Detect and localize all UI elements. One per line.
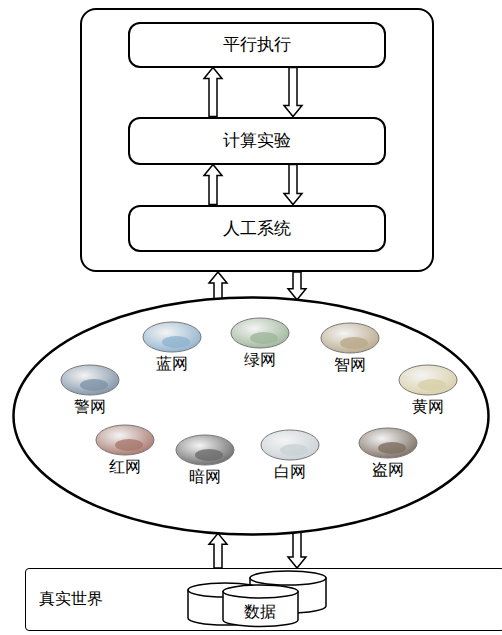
process-box: 平行执行 (128, 22, 386, 68)
network-picture (396, 363, 460, 397)
network-picture (61, 365, 119, 395)
network-node: 蓝网 (140, 320, 204, 378)
network-label: 绿网 (228, 350, 292, 369)
network-picture (258, 428, 322, 462)
network-node: 红网 (93, 423, 157, 481)
network-picture (176, 435, 234, 465)
picture-detail (340, 337, 368, 349)
network-picture (231, 318, 289, 348)
network-picture (58, 363, 122, 397)
network-label: 蓝网 (140, 354, 204, 373)
network-label: 红网 (93, 457, 157, 476)
network-label: 暗网 (173, 467, 237, 486)
picture-detail (80, 379, 108, 391)
network-node: 黄网 (396, 363, 460, 421)
block-arrow (288, 272, 306, 300)
picture-detail (378, 442, 406, 454)
picture-detail (115, 439, 143, 451)
picture-detail (250, 332, 278, 344)
block-arrow (209, 533, 227, 568)
world-box: 真实世界数据 (25, 568, 502, 631)
network-picture (96, 425, 154, 455)
network-picture (93, 423, 157, 457)
picture-detail (418, 379, 446, 391)
picture-detail (162, 336, 190, 348)
network-label: 智网 (318, 355, 382, 374)
process-box: 人工系统 (128, 205, 386, 252)
block-arrow (284, 165, 302, 205)
network-node: 白网 (258, 428, 322, 486)
box-label: 数据 (244, 602, 276, 621)
network-picture (356, 426, 420, 460)
network-label: 警网 (58, 397, 122, 416)
network-node: 盗网 (356, 426, 420, 484)
data-cylinder: 数据 (222, 584, 299, 628)
system-frame: 平行执行计算实验人工系统 (80, 8, 434, 272)
back-cylinders (188, 571, 326, 625)
block-arrow (209, 272, 227, 299)
network-picture (359, 428, 417, 458)
cylinder-top (250, 571, 326, 585)
network-label: 黄网 (396, 397, 460, 416)
process-box: 计算实验 (128, 117, 386, 165)
network-picture (399, 365, 457, 395)
network-label: 白网 (258, 462, 322, 481)
block-arrow (204, 68, 222, 117)
box-label: 人工系统 (223, 218, 291, 238)
network-node: 绿网 (228, 316, 292, 374)
box-label: 平行执行 (223, 34, 291, 54)
network-picture (140, 320, 204, 354)
network-node: 警网 (58, 363, 122, 421)
block-arrow (204, 165, 222, 205)
cylinder-top (223, 585, 298, 598)
network-picture (261, 430, 319, 460)
network-picture (321, 323, 379, 353)
picture-detail (280, 444, 308, 456)
network-picture (318, 321, 382, 355)
block-arrow (284, 68, 302, 117)
ellipse-outline (14, 298, 489, 535)
network-picture (228, 316, 292, 350)
network-label: 盗网 (356, 460, 420, 479)
network-ellipse: 蓝网 绿网 智网警网 黄网红网暗网 白网 盗网 (12, 296, 490, 536)
network-picture (143, 322, 201, 352)
box-label: 计算实验 (223, 130, 291, 150)
network-node: 智网 (318, 321, 382, 379)
network-picture (173, 433, 237, 467)
picture-detail (195, 449, 223, 461)
network-node: 暗网 (173, 433, 237, 491)
block-arrow (288, 532, 306, 568)
